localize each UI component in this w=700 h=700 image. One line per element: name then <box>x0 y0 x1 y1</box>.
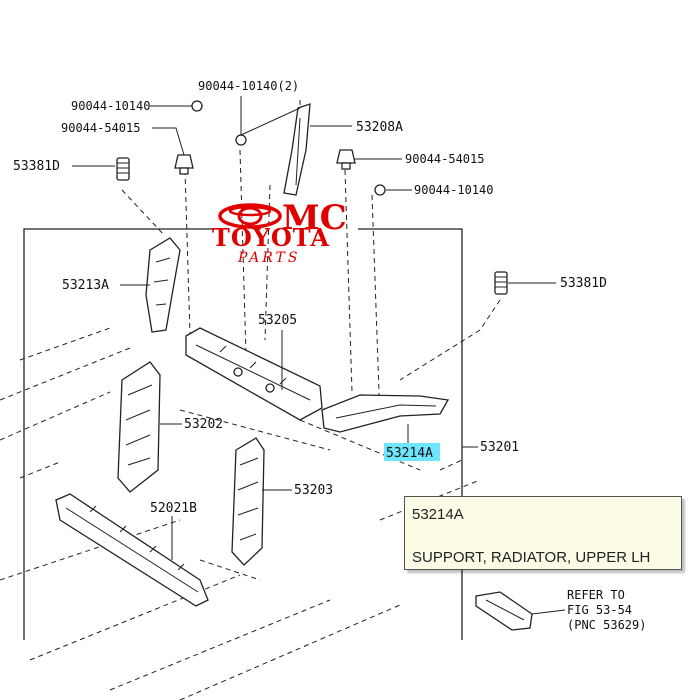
label-90044-10140-2[interactable]: 90044-10140(2) <box>198 79 299 93</box>
label-53381d-left[interactable]: 53381D <box>13 159 60 174</box>
fastener-screw-upper <box>235 134 247 146</box>
label-53203[interactable]: 53203 <box>294 483 333 498</box>
fastener-clip-left <box>174 154 194 175</box>
part-tooltip: 53214A SUPPORT, RADIATOR, UPPER LH <box>404 496 682 570</box>
tooltip-part-description: SUPPORT, RADIATOR, UPPER LH <box>412 549 651 566</box>
label-90044-54015-right[interactable]: 90044-54015 <box>405 152 484 166</box>
fastener-screw-right <box>374 184 386 196</box>
label-53201[interactable]: 53201 <box>480 440 519 455</box>
label-90044-10140-right[interactable]: 90044-10140 <box>414 183 493 197</box>
fastener-clip-right <box>336 149 356 170</box>
label-53214a[interactable]: 53214A <box>386 446 433 461</box>
part-53203-side-member <box>231 437 265 566</box>
part-53214a-upper-lh-support <box>321 394 450 433</box>
leader-lines <box>72 96 566 615</box>
watermark-logo: MC TOYOTA PARTS <box>212 198 347 266</box>
logo-parts-text: PARTS <box>237 250 300 266</box>
label-52021b[interactable]: 52021B <box>150 501 197 516</box>
label-53202[interactable]: 53202 <box>184 417 223 432</box>
logo-toyota-text: TOYOTA <box>212 223 330 252</box>
fastener-bolt-right <box>494 271 508 295</box>
part-53202-side-member <box>117 361 161 493</box>
fastener-bolt-left <box>116 157 130 181</box>
dashed-guide-lines <box>0 100 501 700</box>
part-52021b-bumper-reinforcement <box>55 493 209 607</box>
label-53205[interactable]: 53205 <box>258 313 297 328</box>
part-53208a-brace <box>283 103 311 196</box>
label-90044-54015-left[interactable]: 90044-54015 <box>61 121 140 135</box>
toyota-emblem-icon <box>218 203 282 229</box>
logo-mc-text: MC <box>282 198 347 238</box>
label-53208a[interactable]: 53208A <box>356 120 403 135</box>
part-53205-upper-support <box>185 327 323 421</box>
selected-part-highlight <box>384 443 440 461</box>
label-refer-to: REFER TO <box>567 588 625 602</box>
label-53381d-right[interactable]: 53381D <box>560 276 607 291</box>
part-reference-assembly <box>475 591 533 631</box>
label-refer-fig[interactable]: FIG 53-54 <box>567 603 632 617</box>
tooltip-part-number: 53214A <box>412 506 464 523</box>
fastener-screw-left <box>191 100 203 112</box>
label-53213a[interactable]: 53213A <box>62 278 109 293</box>
label-90044-10140-left[interactable]: 90044-10140 <box>71 99 150 113</box>
part-53213a-side-support <box>145 237 181 333</box>
label-refer-pnc: (PNC 53629) <box>567 618 646 632</box>
